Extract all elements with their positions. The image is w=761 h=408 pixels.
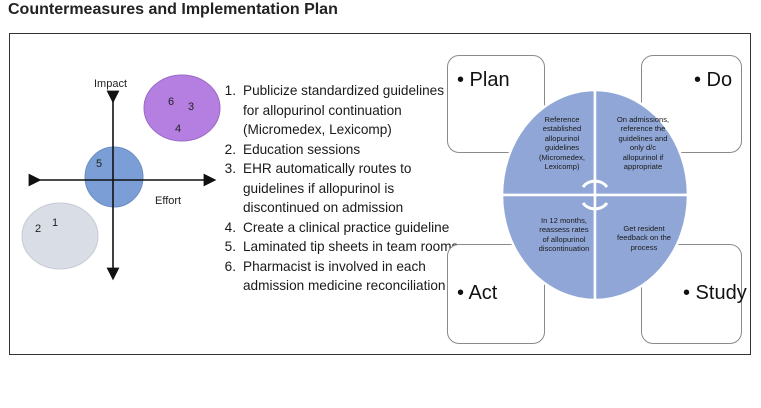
step-1-line-2: for allopurinol continuation	[243, 102, 402, 118]
step-3-line-1: EHR automatically routes to	[243, 161, 412, 176]
matrix-point-6: 6	[168, 96, 175, 108]
plan-quadrant-text: Reference established allopurinol guidel…	[539, 115, 585, 172]
study-label: • Study	[683, 282, 747, 304]
study-quadrant-text: Get resident feedback on the process	[616, 224, 672, 252]
matrix-point-2: 2	[35, 223, 42, 235]
matrix-point-5: 5	[96, 158, 103, 170]
step-1-line-3: (Micromedex, Lexicomp)	[243, 122, 392, 137]
do-label: • Do	[694, 69, 733, 91]
plan-quadrant	[500, 88, 597, 197]
do-quadrant	[593, 88, 690, 197]
matrix-point-3: 3	[188, 101, 195, 113]
cycle-arrows-icon	[581, 179, 609, 211]
step-2-line-1: Education sessions	[243, 141, 361, 157]
impact-effort-matrix	[21, 74, 221, 281]
act-quadrant	[500, 193, 597, 302]
matrix-point-1: 1	[52, 217, 59, 229]
step-3-line-3: discontinued on admission	[243, 200, 404, 215]
page-title: Countermeasures and Implementation Plan	[8, 1, 338, 18]
act-label: • Act	[457, 282, 498, 304]
pdsa-cycle	[500, 88, 690, 302]
effort-axis-label: Effort	[155, 195, 182, 207]
step-6-line-1: Pharmacist is involved in each	[243, 258, 426, 274]
group-bubble-high-impact	[143, 74, 221, 142]
step-number: 5.	[224, 239, 236, 254]
step-1-line-1: Publicize standardized guidelines	[243, 83, 445, 98]
group-bubble-low-impact	[21, 202, 99, 270]
act-quadrant-text: In 12 months, reassess rates of allopuri…	[538, 216, 590, 254]
step-number: 4.	[224, 219, 236, 235]
step-6-line-2: admission medicine reconciliation	[243, 278, 446, 293]
plan-label: • Plan	[457, 69, 510, 91]
impact-axis-label: Impact	[94, 78, 128, 90]
step-4-line-1: Create a clinical practice guideline	[243, 219, 450, 235]
study-quadrant	[593, 193, 690, 302]
step-3-line-2: guidelines if allopurinol is	[243, 180, 395, 196]
step-number: 3.	[224, 161, 236, 176]
do-quadrant-text: On admissions, reference the guidelines …	[616, 115, 670, 172]
step-5-line-1: Laminated tip sheets in team rooms	[243, 239, 459, 254]
step-number: 1.	[224, 83, 236, 98]
matrix-point-4: 4	[175, 123, 182, 135]
step-number: 6.	[224, 258, 236, 274]
diagram-panel: Impact Effort 6 3 4 5 2 1 1. Publicize s…	[9, 33, 751, 355]
step-number: 2.	[224, 141, 236, 157]
